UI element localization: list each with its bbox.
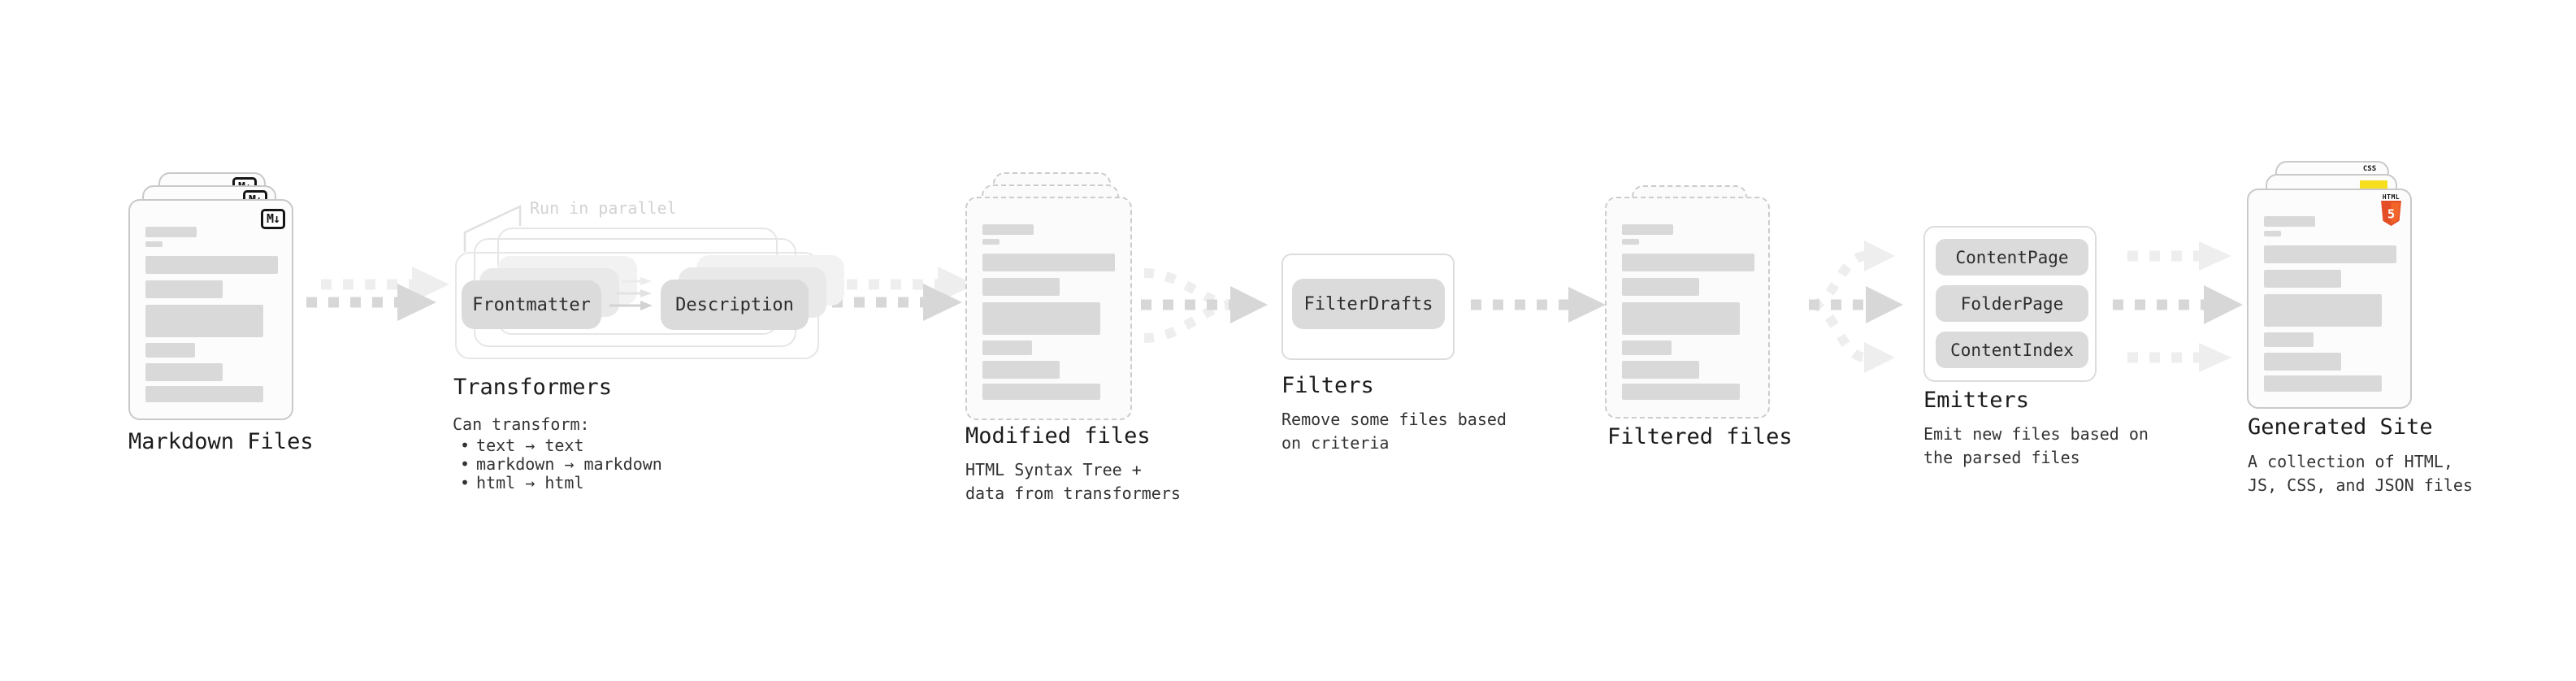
note-leader-line (463, 205, 522, 252)
file-content-skeleton (2264, 216, 2396, 392)
skeleton-bar (2264, 353, 2341, 371)
transformer-pill-description: Description (661, 280, 809, 330)
emitter-pill-contentpage: ContentPage (1936, 239, 2088, 275)
skeleton-bar (1622, 224, 1673, 235)
transformers-bullet-list: •text → text •markdown → markdown •html … (455, 436, 662, 492)
skeleton-bar (145, 343, 195, 358)
skeleton-bar (1622, 361, 1699, 379)
bullet-icon: • (460, 436, 471, 455)
bullet-text: text → text (476, 436, 584, 455)
filtered-files-title: Filtered files (1607, 424, 1793, 449)
skeleton-bar (982, 239, 1000, 245)
list-item: •markdown → markdown (455, 455, 662, 474)
transformer-pill-frontmatter: Frontmatter (462, 280, 601, 329)
markdown-icon: M↓ (260, 209, 285, 229)
skeleton-bar (145, 256, 278, 274)
html5-icon: HTML 5 (2380, 194, 2402, 229)
file-content-skeleton (145, 227, 278, 402)
css-label: CSS (2362, 165, 2377, 173)
skeleton-bar (2264, 332, 2314, 347)
svg-text:5: 5 (2387, 207, 2395, 222)
generated-site-title: Generated Site (2248, 414, 2433, 440)
arrow-filtered-to-emitters (1809, 241, 1903, 373)
skeleton-bar (2264, 375, 2382, 392)
arrow-markdown-to-transformers (306, 267, 449, 321)
file-card (1605, 197, 1770, 419)
file-content-skeleton (1622, 224, 1754, 400)
arrow-modified-to-filters (1141, 268, 1268, 343)
emitter-pill-folderpage: FolderPage (1936, 285, 2088, 322)
transformers-title: Transformers (453, 375, 613, 400)
skeleton-bar (145, 386, 263, 402)
list-item: • text → text (455, 436, 662, 455)
list-item: • html → html (455, 474, 662, 492)
generated-site-desc: A collection of HTML, JS, CSS, and JSON … (2248, 452, 2473, 495)
skeleton-bar (1622, 340, 1672, 355)
emitters-title: Emitters (1923, 388, 2030, 413)
filters-title: Filters (1281, 373, 1374, 398)
bullet-icon: • (460, 473, 471, 492)
skeleton-bar (1622, 302, 1740, 335)
skeleton-bar (1622, 239, 1639, 245)
skeleton-bar (1622, 278, 1699, 296)
skeleton-bar (2264, 216, 2315, 227)
emitters-desc: Emit new files based on the parsed files (1923, 424, 2149, 467)
skeleton-bar (145, 227, 197, 237)
modified-files-title: Modified files (965, 423, 1151, 449)
arrow-emitters-to-generated (2113, 241, 2243, 372)
skeleton-bar (982, 361, 1060, 379)
filters-desc: Remove some files based on criteria (1281, 410, 1507, 453)
bullet-text: html → html (476, 473, 584, 492)
parallel-arrows-icon (609, 277, 653, 310)
markdown-files-title: Markdown Files (128, 429, 314, 454)
bullet-text: markdown → markdown (476, 454, 662, 474)
skeleton-bar (1622, 254, 1754, 271)
skeleton-bar (982, 302, 1100, 335)
transformers-desc-heading: Can transform: (453, 414, 590, 434)
skeleton-bar (2264, 270, 2341, 288)
emitter-pill-contentindex: ContentIndex (1936, 332, 2088, 368)
skeleton-bar (2264, 231, 2281, 236)
run-in-parallel-note: Run in parallel (530, 198, 677, 218)
modified-files-desc: HTML Syntax Tree + data from transformer… (965, 460, 1181, 503)
html5-shield: 5 (2381, 201, 2401, 226)
skeleton-bar (2264, 245, 2396, 263)
skeleton-bar (982, 384, 1100, 400)
skeleton-bar (145, 280, 223, 298)
file-card: M↓ (128, 199, 293, 420)
file-card (965, 197, 1132, 420)
skeleton-bar (145, 363, 223, 381)
skeleton-bar (982, 224, 1034, 235)
html5-label: HTML (2382, 193, 2400, 201)
skeleton-bar (982, 278, 1060, 296)
filter-pill-filterdrafts: FilterDrafts (1292, 279, 1445, 329)
file-content-skeleton (982, 224, 1115, 400)
arrow-transformers-to-modified (832, 267, 975, 321)
skeleton-bar (2264, 294, 2382, 327)
arrow-filters-to-filtered (1471, 287, 1606, 323)
bullet-icon: • (460, 454, 471, 474)
skeleton-bar (145, 305, 263, 337)
skeleton-bar (982, 254, 1115, 271)
file-card: HTML 5 (2247, 189, 2412, 409)
skeleton-bar (982, 340, 1032, 355)
emitters-box: ContentPage FolderPage ContentIndex (1923, 226, 2097, 382)
skeleton-bar (1622, 384, 1740, 400)
skeleton-bar (145, 241, 163, 247)
